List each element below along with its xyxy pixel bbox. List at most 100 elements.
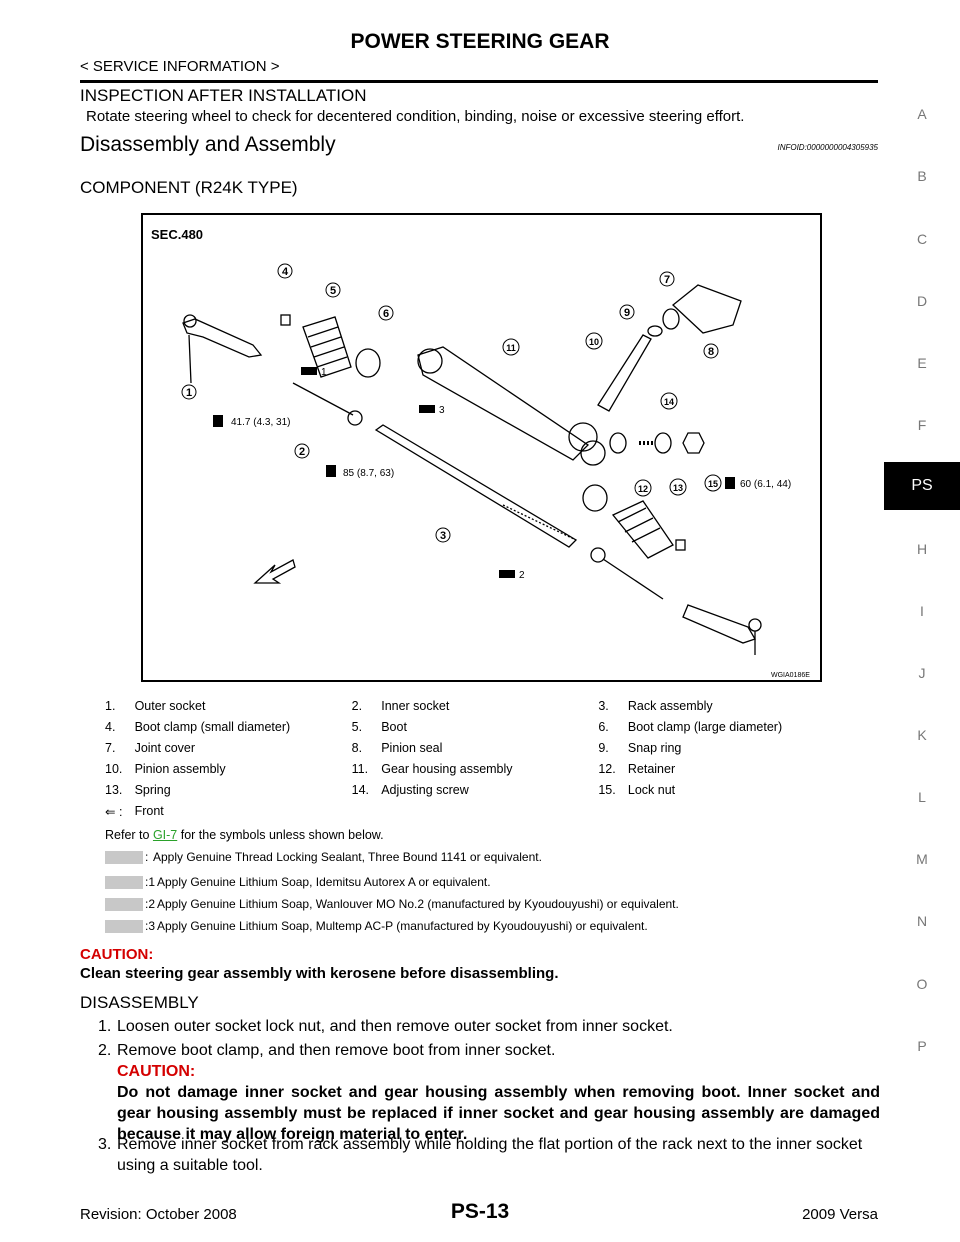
legend-num: 14.	[351, 783, 370, 797]
gear-housing-shape	[417, 346, 590, 461]
callout-4: 4	[277, 263, 293, 279]
inner-socket-rod	[292, 382, 354, 416]
component-diagram: SEC.480	[141, 213, 822, 682]
svg-text:8: 8	[708, 346, 714, 358]
legend-table: 1.Outer socket 2.Inner socket 3.Rack ass…	[105, 699, 845, 825]
caution-label: CAUTION:	[80, 946, 154, 963]
legend-num: 13.	[105, 783, 123, 797]
footer-revision: Revision: October 2008	[80, 1206, 237, 1223]
side-index-a[interactable]: A	[917, 106, 927, 122]
svg-text:12: 12	[638, 484, 648, 494]
side-index-b[interactable]: B	[917, 168, 927, 184]
legend-num: 12.	[598, 762, 616, 776]
grease-label-3: 3	[439, 405, 445, 416]
symbol-box	[105, 920, 143, 934]
section-number: SEC.480	[151, 227, 203, 242]
callout-5: 5	[325, 282, 341, 298]
legend-name: Gear housing assembly	[381, 762, 513, 776]
refer-suffix: for the symbols unless shown below.	[177, 828, 384, 842]
symbol-text: Apply Genuine Thread Locking Sealant, Th…	[153, 850, 542, 864]
legend-name: Spring	[134, 783, 171, 797]
exploded-view-drawing: SEC.480	[151, 227, 810, 679]
legend-name: Outer socket	[134, 699, 206, 713]
torque-label-1: 41.7 (4.3, 31)	[231, 417, 290, 428]
callout-7: 7	[659, 271, 675, 287]
disassembly-heading: DISASSEMBLY	[80, 993, 199, 1012]
callout-12: 12	[634, 479, 652, 497]
grease-icon	[301, 367, 317, 375]
side-index-p[interactable]: P	[917, 1038, 927, 1054]
legend-num: 6.	[598, 720, 609, 734]
side-index-f[interactable]: F	[917, 417, 927, 433]
legend-name: Pinion seal	[381, 741, 443, 755]
legend-num: 11.	[351, 762, 369, 776]
side-index-j[interactable]: J	[918, 665, 926, 681]
torque-icon	[326, 465, 336, 477]
gi-7-link[interactable]: GI-7	[152, 828, 178, 842]
legend-num: 10.	[105, 762, 123, 776]
side-index-o[interactable]: O	[916, 976, 928, 992]
figure-code: WGIA0186E	[771, 672, 810, 679]
legend-name: Lock nut	[627, 783, 676, 797]
svg-text:6: 6	[383, 308, 389, 320]
legend-name: Inner socket	[381, 699, 450, 713]
svg-text:15: 15	[708, 479, 718, 489]
step-caution-label: CAUTION:	[117, 1063, 196, 1080]
side-index-k[interactable]: K	[917, 727, 927, 743]
refer-prefix: Refer to	[105, 828, 153, 842]
outer-socket-left-shape	[182, 318, 263, 358]
refer-note: Refer to GI-7 for the symbols unless sho…	[105, 828, 384, 842]
side-index-ps[interactable]: PS	[884, 462, 960, 510]
rack-shape	[374, 424, 578, 548]
svg-text:7: 7	[664, 274, 670, 286]
footer-page-number: PS-13	[450, 1200, 510, 1223]
callout-14: 14	[660, 392, 678, 410]
step-number: 1.	[98, 1018, 112, 1035]
callout-1: 1	[181, 384, 197, 400]
svg-text:4: 4	[282, 266, 289, 278]
legend-num: 7.	[105, 741, 116, 755]
side-index-d[interactable]: D	[916, 293, 928, 309]
legend-row: 13.Spring 14.Adjusting screw 15.Lock nut	[105, 783, 845, 804]
side-index-m[interactable]: M	[916, 851, 928, 867]
symbol-mark: :2	[145, 897, 156, 911]
callout-9: 9	[619, 304, 635, 320]
legend-name: Pinion assembly	[134, 762, 226, 776]
step-text: Remove boot clamp, and then remove boot …	[117, 1042, 556, 1059]
legend-num: 8.	[351, 741, 363, 755]
caution-text: Clean steering gear assembly with kerose…	[80, 965, 559, 982]
svg-text:11: 11	[506, 343, 516, 353]
legend-name: Joint cover	[134, 741, 196, 755]
symbol-text: Apply Genuine Lithium Soap, Multemp AC-P…	[157, 919, 648, 933]
legend-name: Boot clamp (small diameter)	[134, 720, 291, 734]
legend-row: 7.Joint cover 8.Pinion seal 9.Snap ring	[105, 741, 845, 762]
side-index-l[interactable]: L	[918, 789, 926, 805]
side-index-e[interactable]: E	[917, 355, 927, 371]
symbol-row: :Apply Genuine Thread Locking Sealant, T…	[105, 850, 542, 865]
step-number: 3.	[98, 1136, 112, 1153]
torque-label-2: 85 (8.7, 63)	[343, 468, 394, 479]
side-index-h[interactable]: H	[916, 541, 928, 557]
side-index-c[interactable]: C	[916, 231, 928, 247]
side-index-n[interactable]: N	[916, 913, 928, 929]
lock-nut-shape	[682, 432, 705, 454]
info-id: INFOID:0000000004305935	[777, 143, 878, 152]
grease-icon	[499, 570, 515, 578]
header-rule	[80, 80, 878, 83]
inner-socket-ball	[347, 410, 363, 426]
legend-num: 3.	[598, 699, 609, 713]
inspection-heading: INSPECTION AFTER INSTALLATION	[80, 86, 367, 105]
step-caution-text: Do not damage inner socket and gear hous…	[117, 1084, 880, 1143]
page-title: POWER STEERING GEAR	[350, 30, 610, 53]
callout-11: 11	[502, 338, 520, 356]
callout-6: 6	[378, 305, 394, 321]
symbol-text: Apply Genuine Lithium Soap, Idemitsu Aut…	[157, 875, 491, 889]
side-index-i[interactable]: I	[920, 603, 924, 619]
grease-label-2: 2	[519, 570, 525, 581]
legend-num: 2.	[351, 699, 363, 713]
svg-text:2: 2	[299, 446, 305, 458]
grease-label-1: 1	[321, 367, 327, 378]
legend-name: Boot clamp (large diameter)	[627, 720, 783, 734]
step-1: 1. Loosen outer socket lock nut, and the…	[98, 1016, 880, 1037]
